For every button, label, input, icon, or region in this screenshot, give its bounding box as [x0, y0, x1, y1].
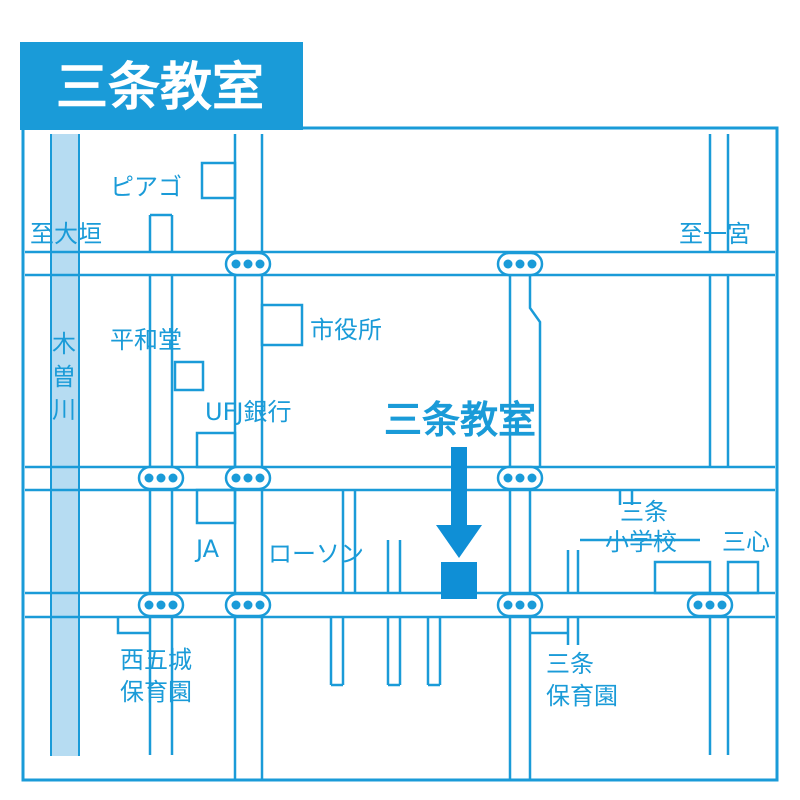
- title-tab: 三条教室: [20, 42, 303, 130]
- label-saigojo-nursery-1: 西五城: [120, 646, 192, 674]
- map-frame: [21, 126, 779, 782]
- road-v2: [508, 275, 542, 780]
- traffic-signal-icon: [137, 592, 185, 618]
- label-sanjo-nursery-1: 三条: [546, 650, 594, 678]
- label-to-ogaki: 至大垣: [30, 220, 102, 248]
- traffic-signal-icon: [686, 592, 734, 618]
- buildings: [116, 161, 760, 635]
- traffic-signals: [137, 251, 734, 618]
- river-bank-right: [78, 134, 80, 756]
- destination-label: 三条教室: [384, 398, 536, 442]
- saigojo-nursery-building: [116, 617, 150, 635]
- piago-building: [200, 161, 237, 200]
- street-1: [329, 617, 345, 687]
- road-v4: [148, 213, 174, 755]
- traffic-signal-icon: [224, 465, 272, 491]
- traffic-signal-icon: [224, 592, 272, 618]
- ja-building: [195, 488, 237, 525]
- label-sanjo-elementary-1: 三条: [620, 498, 668, 526]
- traffic-signal-icon: [496, 465, 544, 491]
- street-4: [341, 490, 357, 593]
- label-lawson: ローソン: [268, 540, 364, 568]
- heiwado-building: [173, 360, 205, 392]
- label-city-hall: 市役所: [310, 316, 382, 344]
- label-saigojo-nursery-2: 保育園: [120, 678, 192, 706]
- label-ja: JA: [194, 535, 220, 563]
- sanshin-building: [726, 560, 760, 595]
- street-3: [426, 617, 442, 687]
- label-heiwado: 平和堂: [110, 326, 182, 354]
- label-ufj-bank: UFJ銀行: [205, 398, 291, 426]
- road-v1: [233, 134, 264, 780]
- traffic-signal-icon: [224, 251, 272, 277]
- traffic-signal-icon: [137, 465, 185, 491]
- street-5: [386, 540, 402, 593]
- label-sanshin: 三心: [722, 528, 770, 556]
- city-hall-building: [260, 303, 304, 347]
- road-v3: [708, 134, 730, 467]
- sanjo-elementary-building: [653, 560, 712, 595]
- label-sanjo-nursery-2: 保育園: [546, 682, 618, 710]
- traffic-signal-icon: [496, 251, 544, 277]
- street-7: [618, 490, 634, 505]
- road-middle: [25, 465, 775, 492]
- river-label-3: 川: [52, 396, 76, 424]
- road-north: [25, 250, 775, 277]
- label-sanjo-elementary-2: 小学校: [605, 528, 677, 556]
- river-label-2: 曽: [52, 363, 76, 391]
- map-title: 三条教室: [56, 58, 264, 118]
- river-label-1: 木: [52, 330, 76, 358]
- traffic-signal-icon: [496, 592, 544, 618]
- label-to-ichinomiya: 至一宮: [679, 220, 751, 248]
- down-arrow-icon: [436, 447, 482, 558]
- labels: ピアゴ 至大垣 至一宮 平和堂 市役所 UFJ銀行 JA ローソン 三条 小学校…: [30, 173, 770, 710]
- street-6: [566, 550, 580, 645]
- road-south: [25, 591, 775, 619]
- ufj-building: [195, 431, 237, 469]
- river-bank-left: [50, 134, 52, 756]
- destination-block: [441, 562, 477, 599]
- river: [52, 134, 78, 756]
- label-piago: ピアゴ: [110, 173, 182, 201]
- street-2: [386, 617, 402, 687]
- road-v5: [708, 617, 730, 755]
